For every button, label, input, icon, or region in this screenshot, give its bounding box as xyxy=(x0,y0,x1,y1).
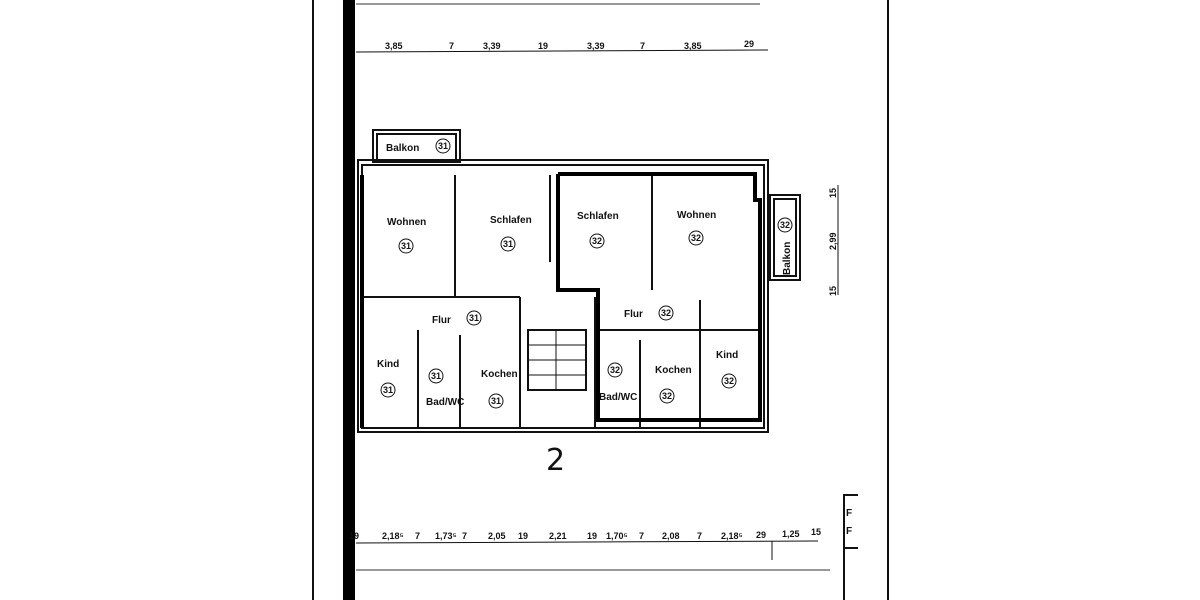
svg-text:Wohnen: Wohnen xyxy=(387,217,426,228)
apartment-32: Schlafen 32 Wohnen 32 Balkon 32 Flur 32 … xyxy=(577,210,793,404)
svg-text:32: 32 xyxy=(592,236,602,246)
svg-text:7: 7 xyxy=(639,531,644,541)
svg-text:Flur: Flur xyxy=(624,309,643,320)
svg-text:Wohnen: Wohnen xyxy=(677,210,716,221)
svg-text:2,21: 2,21 xyxy=(549,531,567,541)
svg-text:2,08: 2,08 xyxy=(662,531,680,541)
svg-text:Balkon: Balkon xyxy=(386,143,419,154)
svg-text:32: 32 xyxy=(662,391,672,401)
svg-text:1,70⁵: 1,70⁵ xyxy=(606,531,628,541)
svg-text:31: 31 xyxy=(491,396,501,406)
svg-text:7: 7 xyxy=(462,531,467,541)
svg-text:Bad/WC: Bad/WC xyxy=(599,392,637,403)
svg-text:32: 32 xyxy=(724,376,734,386)
svg-text:7: 7 xyxy=(640,41,645,51)
svg-text:31: 31 xyxy=(431,371,441,381)
bottom-dimension-line: 19 2,18⁵ 7 1,73⁵ 7 2,05 19 2,21 19 1,70⁵… xyxy=(349,527,821,560)
svg-text:3,85: 3,85 xyxy=(385,41,403,51)
apartment-32-outline xyxy=(556,172,762,422)
svg-text:Schlafen: Schlafen xyxy=(490,215,532,226)
svg-text:32: 32 xyxy=(661,308,671,318)
svg-text:19: 19 xyxy=(587,531,597,541)
apartment-31: Balkon 31 Wohnen 31 Schlafen 31 Flur 31 … xyxy=(377,138,532,409)
svg-text:31: 31 xyxy=(383,385,393,395)
svg-text:2,18⁵: 2,18⁵ xyxy=(721,531,743,541)
svg-text:Schlafen: Schlafen xyxy=(577,211,619,222)
svg-text:7: 7 xyxy=(415,531,420,541)
svg-text:31: 31 xyxy=(401,241,411,251)
svg-text:19: 19 xyxy=(349,531,359,541)
top-dimension-line: 3,85 7 3,39 19 3,39 7 3,85 29 xyxy=(355,39,769,53)
svg-text:Kochen: Kochen xyxy=(481,369,518,380)
svg-text:7: 7 xyxy=(697,531,702,541)
right-dimension-line: 15 2,99 15 xyxy=(828,185,839,296)
svg-text:32: 32 xyxy=(691,233,701,243)
svg-text:32: 32 xyxy=(610,365,620,375)
svg-text:7: 7 xyxy=(449,41,454,51)
svg-text:15: 15 xyxy=(828,286,838,296)
svg-text:Kochen: Kochen xyxy=(655,365,692,376)
scan-edge xyxy=(343,0,355,600)
svg-text:Bad/WC: Bad/WC xyxy=(426,397,464,408)
svg-text:31: 31 xyxy=(438,141,448,151)
svg-text:29: 29 xyxy=(744,39,754,49)
svg-text:1,25: 1,25 xyxy=(782,529,800,539)
svg-text:3,39: 3,39 xyxy=(483,41,501,51)
svg-text:F: F xyxy=(846,508,852,519)
svg-text:19: 19 xyxy=(538,41,548,51)
svg-text:31: 31 xyxy=(469,313,479,323)
title-block-edge: F F xyxy=(843,494,858,600)
svg-text:1,73⁵: 1,73⁵ xyxy=(435,531,457,541)
svg-text:29: 29 xyxy=(756,530,766,540)
svg-text:19: 19 xyxy=(518,531,528,541)
svg-text:2,99: 2,99 xyxy=(828,232,838,250)
svg-text:15: 15 xyxy=(828,188,838,198)
svg-text:2,18⁵: 2,18⁵ xyxy=(382,531,404,541)
svg-text:Flur: Flur xyxy=(432,315,451,326)
svg-text:Kind: Kind xyxy=(716,350,738,361)
svg-text:32: 32 xyxy=(780,220,790,230)
floor-number: 2 xyxy=(546,443,565,478)
svg-text:Balkon: Balkon xyxy=(782,242,793,275)
svg-text:Kind: Kind xyxy=(377,359,399,370)
svg-text:2,05: 2,05 xyxy=(488,531,506,541)
svg-text:31: 31 xyxy=(503,239,513,249)
svg-text:3,39: 3,39 xyxy=(587,41,605,51)
svg-text:3,85: 3,85 xyxy=(684,41,702,51)
svg-text:15: 15 xyxy=(811,527,821,537)
svg-text:F: F xyxy=(846,526,852,537)
